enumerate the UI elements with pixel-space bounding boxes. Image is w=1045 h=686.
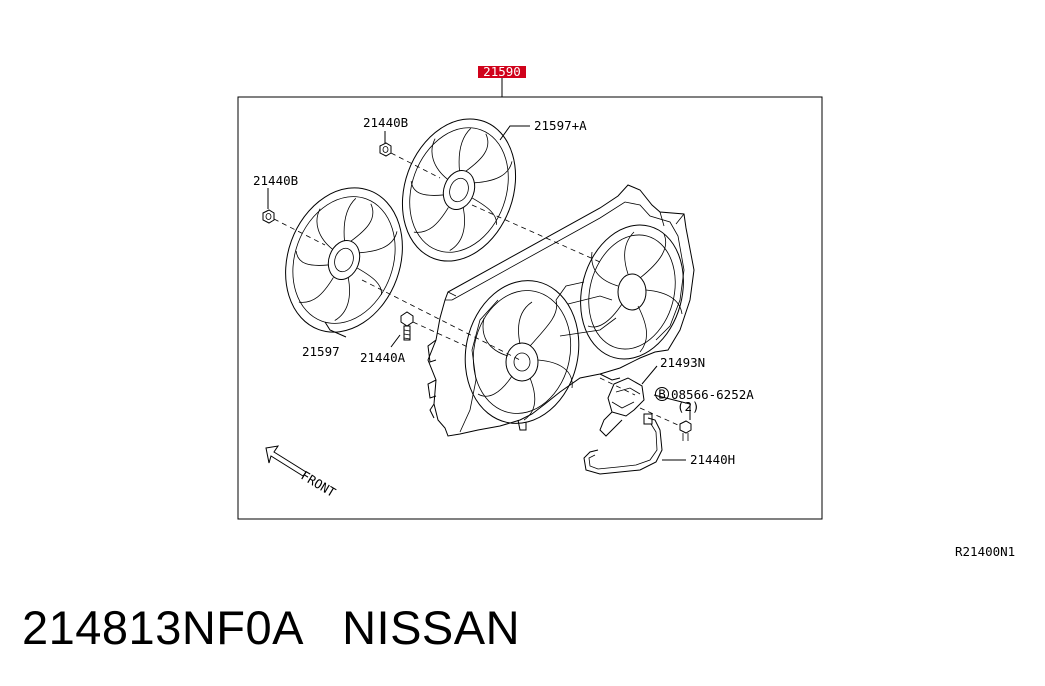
- fan-blade-lower: [285, 187, 403, 333]
- callout-08566: 08566-6252A: [671, 387, 754, 402]
- footer-part-number: 214813NF0A: [22, 601, 302, 654]
- diagram-frame: [237, 96, 823, 520]
- callout-21597a: 21597+A: [534, 118, 587, 133]
- screw-marker-icon: B: [655, 387, 669, 402]
- callout-21440b-lower: 21440B: [253, 173, 298, 188]
- callout-leaders: [267, 125, 691, 461]
- callout-21440b-upper: 21440B: [363, 115, 408, 130]
- fan-shroud-assembly: [427, 184, 695, 437]
- assembly-guide-lines: [273, 152, 679, 426]
- callout-screw-qty: (2): [677, 399, 700, 414]
- callout-21440h: 21440H: [690, 452, 735, 467]
- screw-marker-letter: B: [658, 387, 666, 402]
- fan-blade-upper: [401, 118, 517, 262]
- front-arrow-icon: [265, 445, 307, 477]
- assembly-label: 21590: [483, 64, 521, 79]
- nut-upper-icon: [379, 142, 392, 157]
- nut-lower-icon: [262, 209, 275, 224]
- front-label: FRONT: [298, 468, 338, 500]
- callout-21493n: 21493N: [660, 355, 705, 370]
- fan-resistor-harness: [583, 377, 692, 475]
- footer-part-info: 214813NF0A NISSAN: [22, 600, 520, 655]
- assembly-label-tag[interactable]: 21590: [478, 64, 526, 79]
- bolt-icon: [400, 311, 414, 341]
- reference-code: R21400N1: [955, 544, 1016, 559]
- footer-brand: NISSAN: [342, 601, 521, 654]
- callout-21597: 21597: [302, 344, 340, 359]
- callout-21440a: 21440A: [360, 350, 406, 365]
